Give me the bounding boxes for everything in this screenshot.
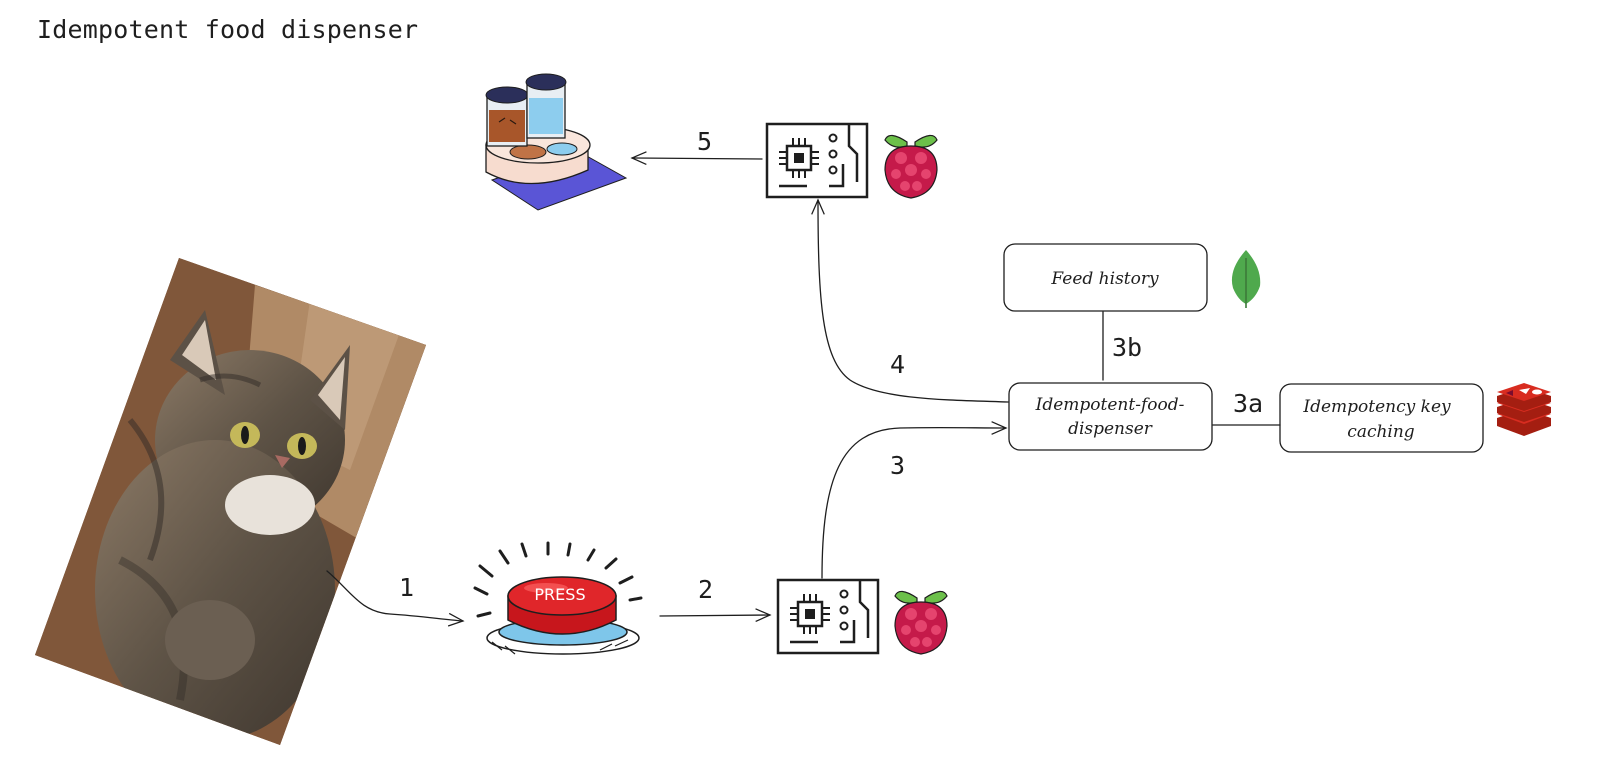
mongodb-leaf-icon <box>1231 250 1261 308</box>
edge-1-arrow <box>326 570 465 627</box>
edge-3-arrow <box>821 421 1008 579</box>
key-cache-node: Idempotency key caching <box>1279 383 1484 453</box>
key-cache-label-line2: caching <box>1347 422 1415 442</box>
diagram-title: Idempotent food dispenser <box>37 15 419 44</box>
redis-icon <box>1497 383 1551 436</box>
press-button-label: PRESS <box>534 585 585 604</box>
raspberry-pi-icon <box>884 134 938 199</box>
edge-3b-label: 3b <box>1112 333 1142 362</box>
edge-1-label: 1 <box>399 573 414 602</box>
circuit-board-icon <box>776 578 880 655</box>
edge-2-arrow <box>659 608 772 623</box>
dispenser-service-node: Idempotent-food- dispenser <box>1008 382 1213 451</box>
raspberry-pi-icon <box>894 590 948 655</box>
pet-feeder-icon <box>485 73 628 211</box>
cat-photo <box>35 258 426 745</box>
dispenser-service-label-line2: dispenser <box>1068 419 1153 439</box>
feed-history-label: Feed history <box>1050 269 1159 289</box>
edge-5-label: 5 <box>697 127 712 156</box>
circuit-board-bottom <box>776 578 948 655</box>
edge-2-label: 2 <box>698 575 713 604</box>
feed-history-node: Feed history <box>1003 243 1208 312</box>
edge-3a-label: 3a <box>1233 389 1263 418</box>
key-cache-label-line1: Idempotency key <box>1302 397 1451 417</box>
press-button-icon: PRESS <box>473 541 643 655</box>
edge-4-arrow <box>811 198 1009 403</box>
edge-5-arrow <box>630 151 763 165</box>
dispenser-service-label-line1: Idempotent-food- <box>1035 395 1185 415</box>
circuit-board-top <box>765 122 938 199</box>
edge-3-label: 3 <box>890 451 905 480</box>
edge-4-label: 4 <box>890 350 905 379</box>
